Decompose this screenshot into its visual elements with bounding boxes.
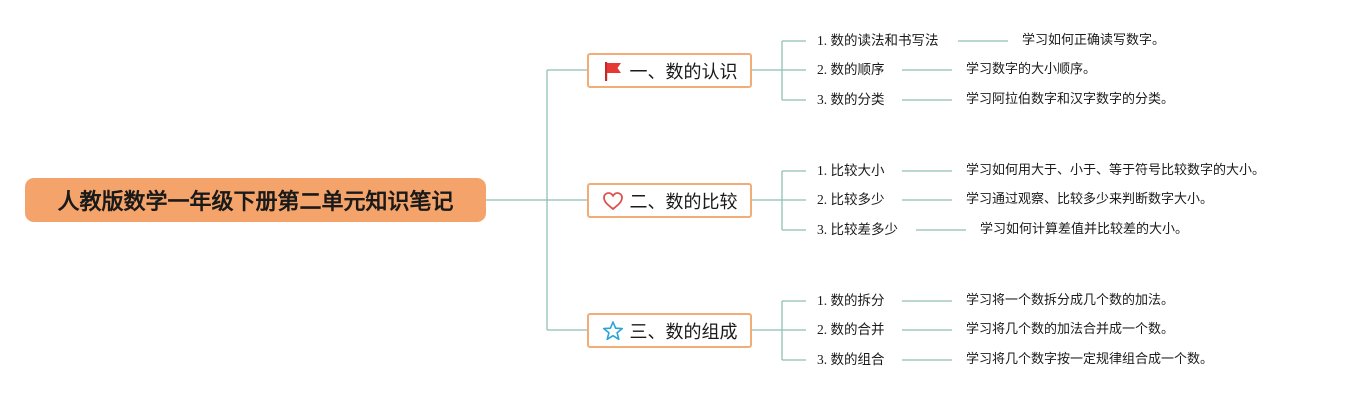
subtopic-item[interactable]: 2. 数的顺序: [817, 62, 885, 77]
branch-topic-number-composition[interactable]: 三、数的组成: [587, 313, 752, 348]
subtopic-note: 学习数字的大小顺序。: [966, 62, 1097, 77]
subtopic-item[interactable]: 3. 数的分类: [817, 92, 885, 107]
subtopic-note: 学习将一个数拆分成几个数的加法。: [966, 293, 1175, 308]
branch-topic-number-comparison[interactable]: 二、数的比较: [587, 183, 752, 218]
root-topic[interactable]: 人教版数学一年级下册第二单元知识笔记: [25, 178, 486, 222]
subtopic-note: 学习将几个数字按一定规律组合成一个数。: [966, 352, 1214, 367]
subtopic-item[interactable]: 1. 比较大小: [817, 163, 885, 178]
subtopic-item[interactable]: 2. 比较多少: [817, 192, 885, 207]
branch-label: 三、数的组成: [629, 321, 738, 343]
branch-topic-number-recognition[interactable]: 一、数的认识: [587, 53, 752, 88]
star-icon: [602, 320, 624, 342]
subtopic-note: 学习如何用大于、小于、等于符号比较数字的大小。: [966, 163, 1266, 178]
subtopic-note: 学习通过观察、比较多少来判断数字大小。: [966, 192, 1214, 207]
subtopic-note: 学习将几个数的加法合并成一个数。: [966, 322, 1175, 337]
root-topic-label: 人教版数学一年级下册第二单元知识笔记: [57, 190, 454, 215]
subtopic-note: 学习如何正确读写数字。: [1022, 33, 1166, 48]
branch-label: 一、数的认识: [629, 61, 738, 83]
subtopic-item[interactable]: 3. 数的组合: [817, 352, 885, 367]
flag-icon: [602, 60, 624, 82]
subtopic-item[interactable]: 1. 数的拆分: [817, 293, 885, 308]
subtopic-note: 学习如何计算差值并比较差的大小。: [980, 222, 1189, 237]
heart-icon: [602, 190, 624, 212]
branch-label: 二、数的比较: [629, 191, 738, 213]
subtopic-item[interactable]: 2. 数的合并: [817, 322, 885, 337]
subtopic-note: 学习阿拉伯数字和汉字数字的分类。: [966, 92, 1175, 107]
subtopic-item[interactable]: 3. 比较差多少: [817, 222, 898, 237]
subtopic-item[interactable]: 1. 数的读法和书写法: [817, 33, 939, 48]
